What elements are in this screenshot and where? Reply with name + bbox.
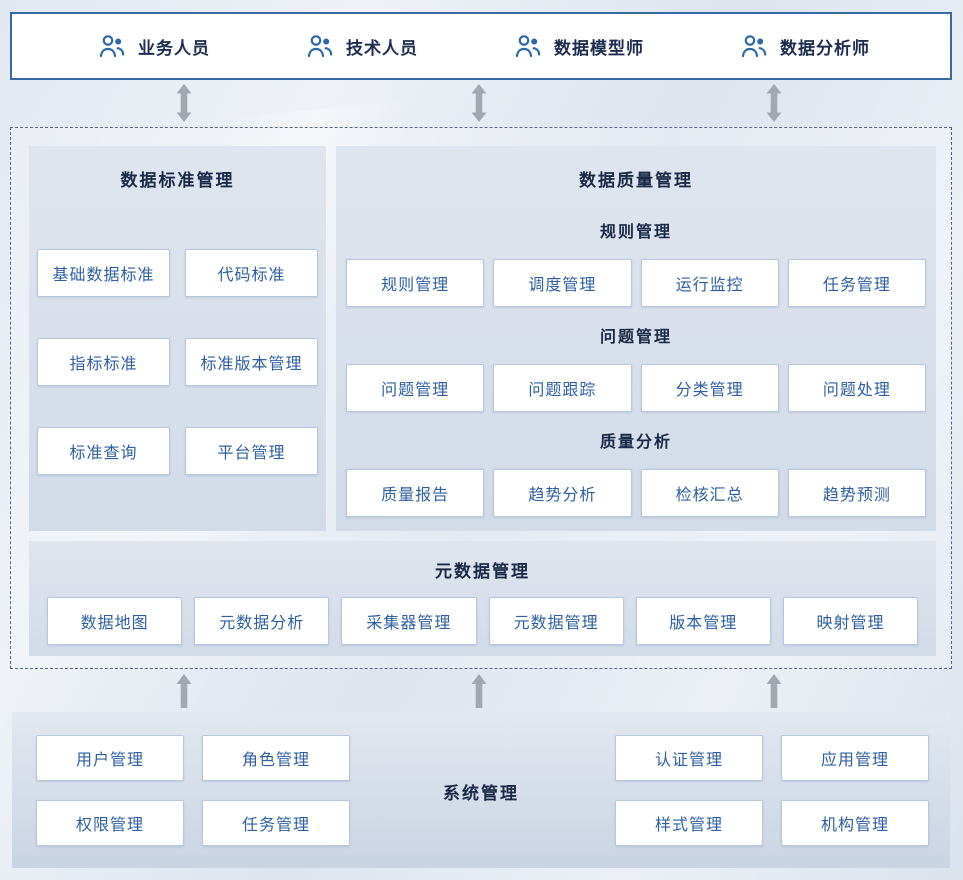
module-box: 任务管理: [787, 259, 926, 307]
module-box: 平台管理: [185, 427, 318, 475]
module-box: 标准查询: [37, 427, 170, 475]
role-business: 业务人员: [98, 33, 210, 59]
role-data-analyst: 数据分析师: [740, 33, 870, 59]
double-arrow-icon: [176, 84, 192, 122]
quality-group-row: 质量报告 趋势分析 检核汇总 趋势预测: [346, 469, 926, 517]
module-box: 映射管理: [782, 597, 919, 645]
group-title: 规则管理: [599, 224, 672, 241]
system-modules-left: 用户管理 角色管理 权限管理 任务管理: [36, 735, 350, 846]
module-box: 基础数据标准: [37, 249, 170, 297]
up-arrow-icon: [471, 674, 487, 708]
module-box: 元数据管理: [488, 597, 624, 645]
module-box: 机构管理: [781, 800, 929, 846]
module-box: 样式管理: [615, 800, 763, 846]
module-box: 问题跟踪: [493, 364, 632, 412]
panel-title: 元数据管理: [435, 562, 530, 581]
module-box: 趋势分析: [493, 469, 632, 517]
double-arrow-icon: [471, 84, 487, 122]
metadata-panel: 元数据管理 数据地图 元数据分析 采集器管理 元数据管理 版本管理 映射管理: [29, 541, 936, 656]
module-box: 趋势预测: [787, 469, 926, 517]
users-icon: [98, 33, 126, 59]
quality-panel: 数据质量管理 规则管理 规则管理 调度管理 运行监控 任务管理 问题管理 问题管…: [336, 146, 936, 531]
module-box: 权限管理: [36, 800, 184, 846]
role-data-modeler: 数据模型师: [514, 33, 644, 59]
users-icon: [514, 33, 542, 59]
users-icon: [306, 33, 334, 59]
module-box: 数据地图: [47, 597, 183, 645]
module-box: 指标标准: [37, 338, 170, 386]
module-box: 用户管理: [36, 735, 184, 781]
up-arrow-icon: [766, 674, 782, 708]
module-box: 认证管理: [615, 735, 763, 781]
group-title: 问题管理: [599, 329, 672, 346]
module-box: 代码标准: [185, 249, 318, 297]
module-box: 采集器管理: [341, 597, 477, 645]
role-label: 数据模型师: [554, 38, 644, 58]
panel-title: 系统管理: [443, 784, 519, 803]
role-technical: 技术人员: [306, 33, 418, 59]
module-box: 元数据分析: [194, 597, 330, 645]
module-box: 应用管理: [781, 735, 929, 781]
module-box: 任务管理: [202, 800, 350, 846]
panel-title: 数据质量管理: [579, 171, 693, 190]
role-label: 数据分析师: [780, 38, 870, 58]
module-box: 标准版本管理: [185, 338, 318, 386]
module-box: 问题处理: [787, 364, 926, 412]
standard-panel: 数据标准管理 基础数据标准 代码标准 指标标准 标准版本管理 标准查询 平台管理: [29, 146, 326, 531]
module-box: 检核汇总: [640, 469, 779, 517]
roles-bar: 业务人员 技术人员 数据模型师: [10, 12, 952, 80]
double-arrow-icon: [766, 84, 782, 122]
platform-container: 数据标准管理 基础数据标准 代码标准 指标标准 标准版本管理 标准查询 平台管理…: [10, 127, 952, 669]
module-box: 角色管理: [202, 735, 350, 781]
metadata-modules: 数据地图 元数据分析 采集器管理 元数据管理 版本管理 映射管理: [47, 597, 919, 645]
standard-modules: 基础数据标准 代码标准 指标标准 标准版本管理 标准查询 平台管理: [37, 249, 318, 475]
role-label: 业务人员: [138, 38, 210, 58]
module-box: 分类管理: [640, 364, 779, 412]
module-box: 问题管理: [346, 364, 485, 412]
module-box: 版本管理: [635, 597, 771, 645]
module-box: 调度管理: [493, 259, 632, 307]
module-box: 运行监控: [640, 259, 779, 307]
role-label: 技术人员: [346, 38, 418, 58]
module-box: 规则管理: [346, 259, 485, 307]
panel-title: 数据标准管理: [120, 171, 235, 190]
module-box: 质量报告: [346, 469, 485, 517]
up-arrow-icon: [176, 674, 192, 708]
system-modules-right: 认证管理 应用管理 样式管理 机构管理: [615, 735, 929, 846]
quality-group-row: 规则管理 调度管理 运行监控 任务管理: [346, 259, 926, 307]
group-title: 质量分析: [599, 434, 672, 451]
quality-group-row: 问题管理 问题跟踪 分类管理 问题处理: [346, 364, 926, 412]
system-panel: 用户管理 角色管理 权限管理 任务管理 系统管理 认证管理 应用管理 样式管理 …: [12, 712, 950, 868]
users-icon: [740, 33, 768, 59]
